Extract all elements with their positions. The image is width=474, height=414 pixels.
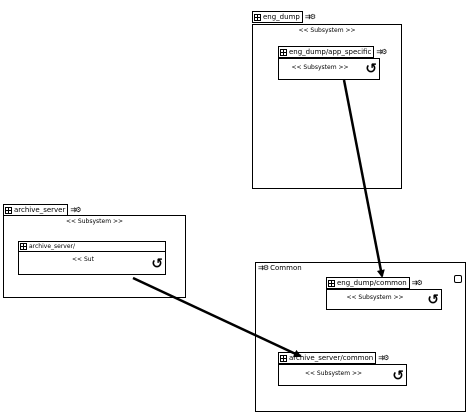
grid-icon — [5, 206, 12, 214]
dependency-arrow-archive-server[interactable] — [132, 276, 302, 358]
archive-server-common-stereotype: << Subsystem >> — [304, 370, 363, 377]
app-specific-tab[interactable]: eng_dump/app_specific ⇉⚙ — [278, 46, 387, 58]
grid-icon — [280, 354, 287, 362]
archive-server-common-name-box: archive_server/common — [278, 352, 377, 364]
eng-dump-tab[interactable]: eng_dump ⇉⚙ — [252, 11, 316, 23]
subsystem-decoration-icon: ⇉⚙ — [376, 47, 387, 56]
app-specific-subsystem[interactable]: << Subsystem >> ↺ — [278, 58, 380, 80]
grid-icon — [280, 48, 287, 56]
app-specific-name-box: eng_dump/app_specific — [278, 46, 375, 58]
grid-icon — [254, 13, 261, 21]
app-specific-name: eng_dump/app_specific — [289, 47, 372, 56]
common-tab: ⇉⚙ Common — [258, 264, 302, 273]
eng-dump-common-tab[interactable]: eng_dump/common ⇉⚙ — [326, 277, 423, 289]
archive-server-inner-subsystem[interactable]: archive_server/ << Sut ↺ — [18, 241, 166, 275]
refresh-icon: ↺ — [427, 292, 439, 308]
archive-server-common-name: archive_server/common — [289, 353, 374, 362]
subsystem-decoration-icon: ⇉⚙ — [378, 353, 389, 362]
app-specific-stereotype: << Subsystem >> — [291, 64, 349, 71]
archive-server-inner-stereotype: << Sut — [72, 256, 94, 263]
subsystem-decoration-icon: ⇉⚙ — [258, 264, 269, 272]
archive-server-name: archive_server — [14, 205, 66, 214]
subsystem-decoration-icon: ⇉⚙ — [411, 278, 423, 287]
refresh-icon: ↺ — [392, 368, 404, 384]
archive-server-common-tab[interactable]: archive_server/common ⇉⚙ — [278, 352, 389, 364]
refresh-icon: ↺ — [365, 61, 377, 77]
grid-icon — [328, 279, 335, 287]
subsystem-decoration-icon: ⇉⚙ — [70, 205, 81, 214]
subsystem-decoration-icon: ⇉⚙ — [304, 12, 316, 21]
eng-dump-stereotype: << Subsystem >> — [298, 27, 356, 34]
archive-server-common-subsystem[interactable]: << Subsystem >> ↺ — [278, 364, 407, 386]
refresh-icon: ↺ — [151, 256, 163, 272]
eng-dump-common-name: eng_dump/common — [337, 278, 407, 287]
eng-dump-common-name-box: eng_dump/common — [326, 277, 410, 289]
archive-server-stereotype: << Subsystem >> — [65, 218, 124, 225]
eng-dump-name: eng_dump — [263, 12, 300, 21]
eng-dump-name-box: eng_dump — [252, 11, 303, 23]
archive-server-inner-header: archive_server/ — [19, 242, 165, 252]
dependency-arrow-eng-dump[interactable] — [342, 79, 385, 278]
note-icon — [454, 275, 462, 283]
eng-dump-common-stereotype: << Subsystem >> — [346, 294, 404, 301]
archive-server-inner-name: archive_server/ — [29, 243, 76, 250]
eng-dump-common-subsystem[interactable]: << Subsystem >> ↺ — [326, 289, 442, 310]
common-name: Common — [270, 264, 302, 272]
grid-icon — [20, 243, 27, 250]
